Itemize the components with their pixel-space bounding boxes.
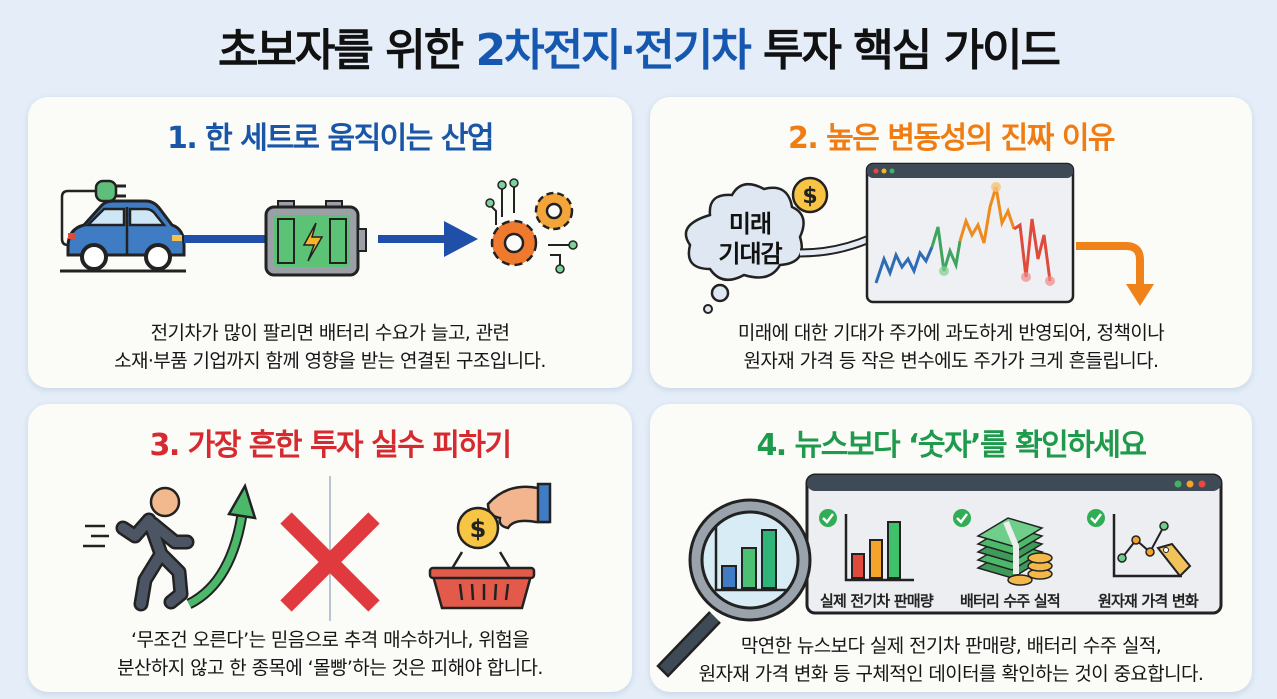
desc-line-2: 원자재 가격 등 작은 변수에도 주가가 크게 흔들립니다. [743, 350, 1159, 372]
stock-chart-window-icon [865, 162, 1075, 304]
battery-icon [264, 200, 367, 277]
flow-line-2 [378, 235, 448, 243]
panel-label-battery-orders: 배터리 수주 실적 [960, 592, 1061, 610]
card-description: 막연한 뉴스보다 실제 전기차 판매량, 배터리 수주 실적, 원자재 가격 변… [650, 632, 1252, 688]
svg-text:$: $ [802, 184, 817, 209]
card-title: 2. 높은 변동성의 진짜 이유 [787, 121, 1116, 156]
thought-cloud-icon [684, 182, 805, 314]
desc-line-2: 원자재 가격 변화 등 구체적인 데이터를 확인하는 것이 중요합니다. [698, 663, 1204, 685]
title-highlight: 2차전지·전기차 [475, 25, 751, 76]
card-description: 전기차가 많이 팔리면 배터리 수요가 늘고, 관련 소재·부품 기업까지 함께… [28, 319, 632, 375]
desc-line-2: 소재·부품 기업까지 함께 영향을 받는 연결된 구조입니다. [114, 350, 546, 372]
desc-line-1: 막연한 뉴스보다 실제 전기차 판매량, 배터리 수주 실적, [740, 635, 1162, 657]
card-description: 미래에 대한 기대가 주가에 과도하게 반영되어, 정책이나 원자재 가격 등 … [650, 319, 1252, 375]
cloud-label: 미래 기대감 [710, 209, 790, 269]
card-title: 3. 가장 흔한 투자 실수 피하기 [149, 428, 512, 463]
cloud-line-1: 미래 [728, 210, 772, 238]
panel-label-ev-sales: 실제 전기차 판매량 [820, 592, 934, 610]
title-suffix: 투자 핵심 가이드 [749, 25, 1061, 76]
desc-line-1: ‘무조건 오른다’는 믿음으로 추격 매수하거나, 위험을 [131, 629, 530, 651]
svg-text:$: $ [470, 515, 487, 543]
bar-chart-icon [819, 509, 914, 582]
title-prefix: 초보자를 위한 [217, 25, 476, 76]
desc-line-2: 분산하지 않고 한 종목에 ‘몰빵’하는 것은 피해야 합니다. [117, 657, 543, 679]
running-man-icon [83, 482, 257, 612]
price-tag-line-chart-icon [1087, 509, 1192, 578]
flow-arrow-head [444, 221, 478, 257]
page-title: 초보자를 위한 2차전지·전기차 투자 핵심 가이드 [0, 14, 1277, 78]
gears-circuit-icon [485, 178, 578, 274]
cloud-line-2: 기대감 [718, 240, 782, 268]
dollar-coin-icon: $ [791, 176, 829, 214]
divider-line [329, 476, 331, 621]
card-title: 1. 한 세트로 움직이는 산업 [166, 121, 495, 156]
panel-label-raw-material: 원자재 가격 변화 [1098, 592, 1199, 610]
money-stack-icon [953, 509, 1053, 586]
electric-car-icon [60, 179, 186, 273]
card-volatility: 2. 높은 변동성의 진짜 이유 미래 기대감 $ 미래에 대한 기대가 주가에… [650, 97, 1252, 388]
magnifier-bar-chart-icon [656, 498, 812, 678]
card-description: ‘무조건 오른다’는 믿음으로 추격 매수하거나, 위험을 분산하지 않고 한 … [28, 626, 632, 682]
card-common-mistakes: 3. 가장 흔한 투자 실수 피하기 $ ‘무조건 오른다’는 믿음으로 추격 … [28, 404, 632, 692]
card-check-numbers: 4. 뉴스보다 ‘숫자’를 확인하세요 실제 전기차 판매량 배터리 수주 실적 [650, 404, 1252, 692]
down-arrow-icon [1076, 242, 1154, 306]
desc-line-1: 전기차가 많이 팔리면 배터리 수요가 늘고, 관련 [150, 322, 510, 344]
card-connected-industry: 1. 한 세트로 움직이는 산업 [28, 97, 632, 388]
desc-line-1: 미래에 대한 기대가 주가에 과도하게 반영되어, 정책이나 [737, 322, 1165, 344]
red-x-icon [280, 512, 380, 612]
flow-line-1 [184, 235, 274, 243]
coin-basket-icon: $ [428, 482, 552, 610]
card-title: 4. 뉴스보다 ‘숫자’를 확인하세요 [756, 428, 1147, 463]
